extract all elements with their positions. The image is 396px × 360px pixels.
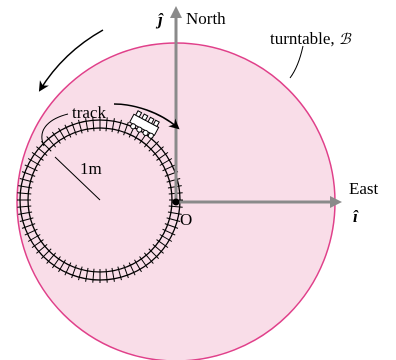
track-tie	[152, 243, 164, 254]
track-tie	[21, 171, 36, 177]
i-hat-label: î	[353, 207, 359, 226]
track-tie	[24, 164, 38, 172]
track-tie	[46, 252, 57, 264]
track-tie	[92, 268, 95, 283]
track-tie	[148, 140, 160, 152]
track-tie	[64, 262, 72, 276]
track-tie	[18, 211, 33, 215]
track-tie	[85, 118, 89, 133]
track-leader	[41, 113, 69, 147]
radius-line	[54, 156, 101, 201]
track-tie	[19, 178, 34, 183]
track-tie	[105, 117, 108, 132]
track-tie	[105, 268, 108, 283]
track-tie	[162, 164, 176, 172]
train-direction-arrow	[113, 103, 180, 130]
track-tie	[78, 266, 83, 281]
track-tie	[128, 262, 136, 276]
train	[129, 110, 160, 139]
origin-label: O	[180, 210, 192, 229]
turntable-rotation-arrow	[38, 29, 104, 92]
track-tie	[71, 264, 77, 279]
track-tie	[162, 228, 176, 236]
turntable-label: turntable, ℬ	[270, 29, 352, 48]
track-tie	[58, 127, 66, 141]
radius-label: 1m	[80, 159, 102, 178]
east-arrowhead	[330, 196, 342, 208]
north-label: North	[186, 9, 226, 28]
track-tie	[78, 119, 83, 134]
turntable-leader	[289, 45, 304, 79]
track-tie	[36, 146, 48, 157]
track-tie	[21, 223, 36, 229]
track-tie	[92, 117, 95, 132]
track-tie	[168, 205, 183, 208]
origin-dot	[172, 198, 180, 206]
track-tie	[156, 239, 169, 249]
track-tie	[148, 248, 160, 260]
track-tie	[111, 267, 115, 282]
track-tie	[166, 178, 181, 183]
east-label: East	[349, 179, 379, 198]
track-tie	[152, 146, 164, 157]
track-tie	[164, 223, 179, 229]
track-label: track	[72, 103, 106, 122]
turntable-label-text: turntable,	[270, 29, 339, 48]
north-arrowhead	[170, 6, 182, 18]
track-tie	[17, 205, 32, 208]
track-tie	[27, 158, 41, 166]
track-tie	[31, 151, 44, 161]
track-tie	[134, 259, 142, 273]
track-tie	[123, 264, 129, 279]
track-tie	[159, 158, 173, 166]
track-tie	[123, 121, 129, 136]
track-tie	[46, 136, 57, 148]
track-tie	[143, 252, 154, 264]
turntable-symbol: ℬ	[339, 30, 352, 48]
track-tie	[58, 259, 66, 273]
track-tie	[36, 243, 48, 254]
track-tie	[166, 217, 181, 222]
track-tie	[159, 234, 173, 242]
track-tie	[40, 248, 52, 260]
track-tie	[51, 256, 61, 269]
track-tie	[17, 192, 32, 195]
track-tie	[117, 119, 122, 134]
track-tie	[18, 185, 33, 189]
track-tie	[156, 151, 169, 161]
track-tie	[111, 118, 115, 133]
track-tie	[31, 239, 44, 249]
track-tie	[139, 256, 149, 269]
track-tie	[27, 234, 41, 242]
track-tie	[167, 211, 182, 215]
track-tie	[85, 267, 89, 282]
track-tie	[64, 124, 72, 138]
track	[17, 117, 183, 283]
j-hat-label: ĵ	[155, 10, 164, 29]
track-tie	[71, 121, 77, 136]
track-tie	[51, 131, 61, 144]
track-tie	[24, 228, 38, 236]
track-tie	[19, 217, 34, 222]
track-tie	[117, 266, 122, 281]
